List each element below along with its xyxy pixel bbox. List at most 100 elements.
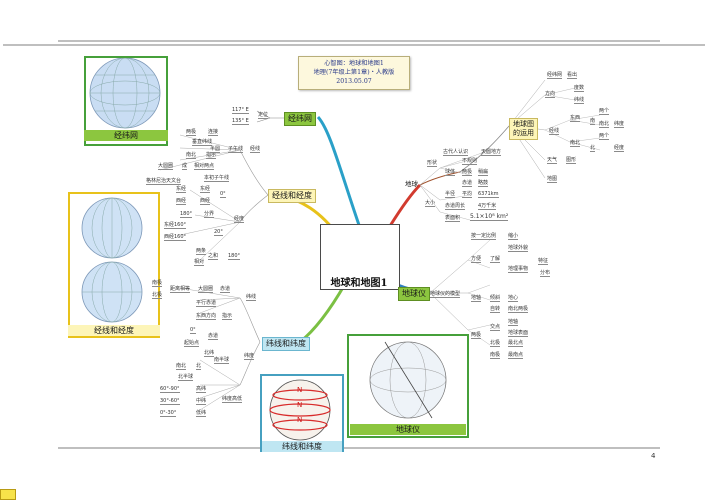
diqiu-label: 形状 (427, 160, 438, 167)
diqiu-label: 两极 (462, 169, 473, 176)
diqiuyi-label: 特征 (538, 258, 549, 265)
weixian-label: 赤道 (220, 286, 231, 293)
weixian-label: 纬度高低 (222, 396, 243, 403)
jingxian-label: 成 (182, 163, 188, 170)
jingxian-label: 两极 (186, 129, 197, 136)
diqiutu-label: 度数 (574, 85, 585, 92)
longitude-globe-illustration (81, 261, 143, 323)
weixian-label: 低纬 (196, 410, 207, 417)
weixian-label: 赤道 (208, 333, 219, 340)
weixian-label: 纬线 (246, 294, 257, 301)
diqiutu-label: 经线 (549, 128, 560, 135)
diqiutu-label: 两个 (599, 133, 610, 140)
pic-latitude-caption: 纬线和纬度 (262, 441, 342, 452)
weixian-label: 南极 (152, 280, 163, 287)
diqiu-label: 不规则 (462, 158, 478, 165)
weixian-label: 大圆圈 (198, 286, 214, 293)
weixian-label: 平行赤道 (196, 300, 217, 307)
jingxian-label: 东经 (200, 186, 211, 193)
jingxian-label: 南北 (186, 152, 197, 159)
jingxian-label: 指示 (206, 152, 217, 159)
jingweiwang-label: 定位 (258, 112, 269, 119)
note-icon[interactable] (0, 489, 16, 500)
grid-globe-illustration (89, 57, 161, 129)
topic-jingxian-jingdu: 经线和经度 (268, 189, 316, 203)
jingxian-label: 经度 (234, 216, 245, 223)
weixian-label: 0° (190, 327, 196, 334)
weixian-label: 指示 (222, 313, 233, 320)
topic-jingweiwang: 经纬网 (284, 112, 316, 126)
diqiutu-label: 图形 (566, 157, 577, 164)
jingweiwang-label: 135° E (232, 118, 249, 125)
jingxian-label: 0° (220, 191, 226, 198)
jingxian-label: 格林尼治天文台 (146, 178, 182, 185)
pic-meridian-frame (68, 192, 160, 338)
jingxian-label: 之和 (208, 253, 219, 260)
topic-diqiuyi: 地球仪 (398, 287, 430, 301)
jingxian-label: 本初子午线 (204, 175, 230, 182)
jingxian-label: 两条 (196, 248, 207, 255)
weixian-label: 北极 (152, 292, 163, 299)
svg-text:N: N (297, 386, 302, 394)
diqiuyi-label: 两极 (471, 332, 482, 339)
diqiuyi-label: 最南点 (508, 352, 524, 359)
title-line3: 2013.05.07 (336, 78, 372, 85)
pic-tellurion-caption: 地球仪 (350, 424, 466, 435)
diqiu-label: 球体 (445, 169, 456, 176)
diqiu-label: 古代人认识 (443, 149, 469, 156)
tellurion-illustration (369, 341, 447, 419)
title-line1: 心智图：地球和地图1 (324, 60, 384, 67)
diqiu-label: 6371km (478, 191, 499, 198)
diqiuyi-label: 地球表面 (508, 330, 529, 337)
jingxian-label: 西经 (176, 198, 187, 205)
svg-text:N: N (297, 416, 302, 424)
pic-meridian-caption: 经线和经度 (68, 325, 160, 336)
diqiutu-label: 南北 (599, 121, 610, 128)
diqiu-label: 5.1×10⁸ km² (470, 213, 509, 221)
diqiuyi-label: 按一定比例 (471, 233, 497, 240)
diqiu-label: 天圆地方 (481, 149, 502, 156)
weixian-label: 南北 (176, 363, 187, 370)
jingxian-label: 180° (180, 211, 193, 218)
title-box: 心智图：地球和地图1 地理(7年级上第1章)・人教版 2013.05.07 (298, 56, 410, 90)
diqiuyi-label: 交点 (490, 324, 501, 331)
diqiuyi-label: 分布 (540, 270, 551, 277)
jingxian-label: 垂直纬线 (192, 139, 213, 146)
diqiuyi-label: 了解 (490, 256, 501, 263)
diqiuyi-label: 地球外貌 (508, 245, 529, 252)
topic-weixian-weidu: 纬线和纬度 (262, 337, 310, 351)
jingxian-label: 连接 (208, 129, 219, 136)
meridian-globe-illustration (81, 197, 143, 259)
pic-grid-caption: 经纬网 (84, 130, 168, 141)
topic-diqiutu: 地球图 的运用 (509, 118, 538, 140)
jingxian-label: 子午线 (228, 146, 244, 153)
diqiuyi-label: 缩小 (508, 233, 519, 240)
diqiu-label: 稍扁 (478, 169, 489, 176)
weixian-label: 东西方向 (196, 313, 217, 320)
jingxian-label: 180° (228, 253, 241, 260)
jingxian-label: 20° (214, 229, 223, 236)
diqiu-label: 平均 (462, 191, 473, 198)
diqiuyi-label: 北极 (490, 340, 501, 347)
jingxian-label: 西经 (200, 198, 211, 205)
latitude-globe-illustration: N N N (269, 379, 331, 441)
diqiu-label: 4万千米 (478, 203, 497, 210)
diqiuyi-label: 最北点 (508, 340, 524, 347)
jingxian-label: 相对两点 (194, 163, 215, 170)
diqiutu-label: 两个 (599, 108, 610, 115)
jingxian-label: 相对 (194, 259, 205, 266)
jingweiwang-label: 117° E (232, 107, 249, 114)
weixian-label: 距离相等 (170, 286, 191, 293)
weixian-label: 60°-90° (160, 386, 180, 393)
diqiu-label: 略鼓 (478, 180, 489, 187)
diqiuyi-label: 地轴 (508, 319, 519, 326)
pic-tellurion-frame (347, 334, 469, 438)
weixian-label: 30°-60° (160, 398, 180, 405)
diqiuyi-label: 南北两极 (508, 306, 529, 313)
weixian-label: 起始点 (184, 340, 200, 347)
diqiutu-label: 纬度 (614, 121, 625, 128)
weixian-label: 纬度 (244, 353, 255, 360)
diqiu-label: 表面积 (445, 215, 461, 222)
diqiutu-label: 看出 (567, 72, 578, 79)
